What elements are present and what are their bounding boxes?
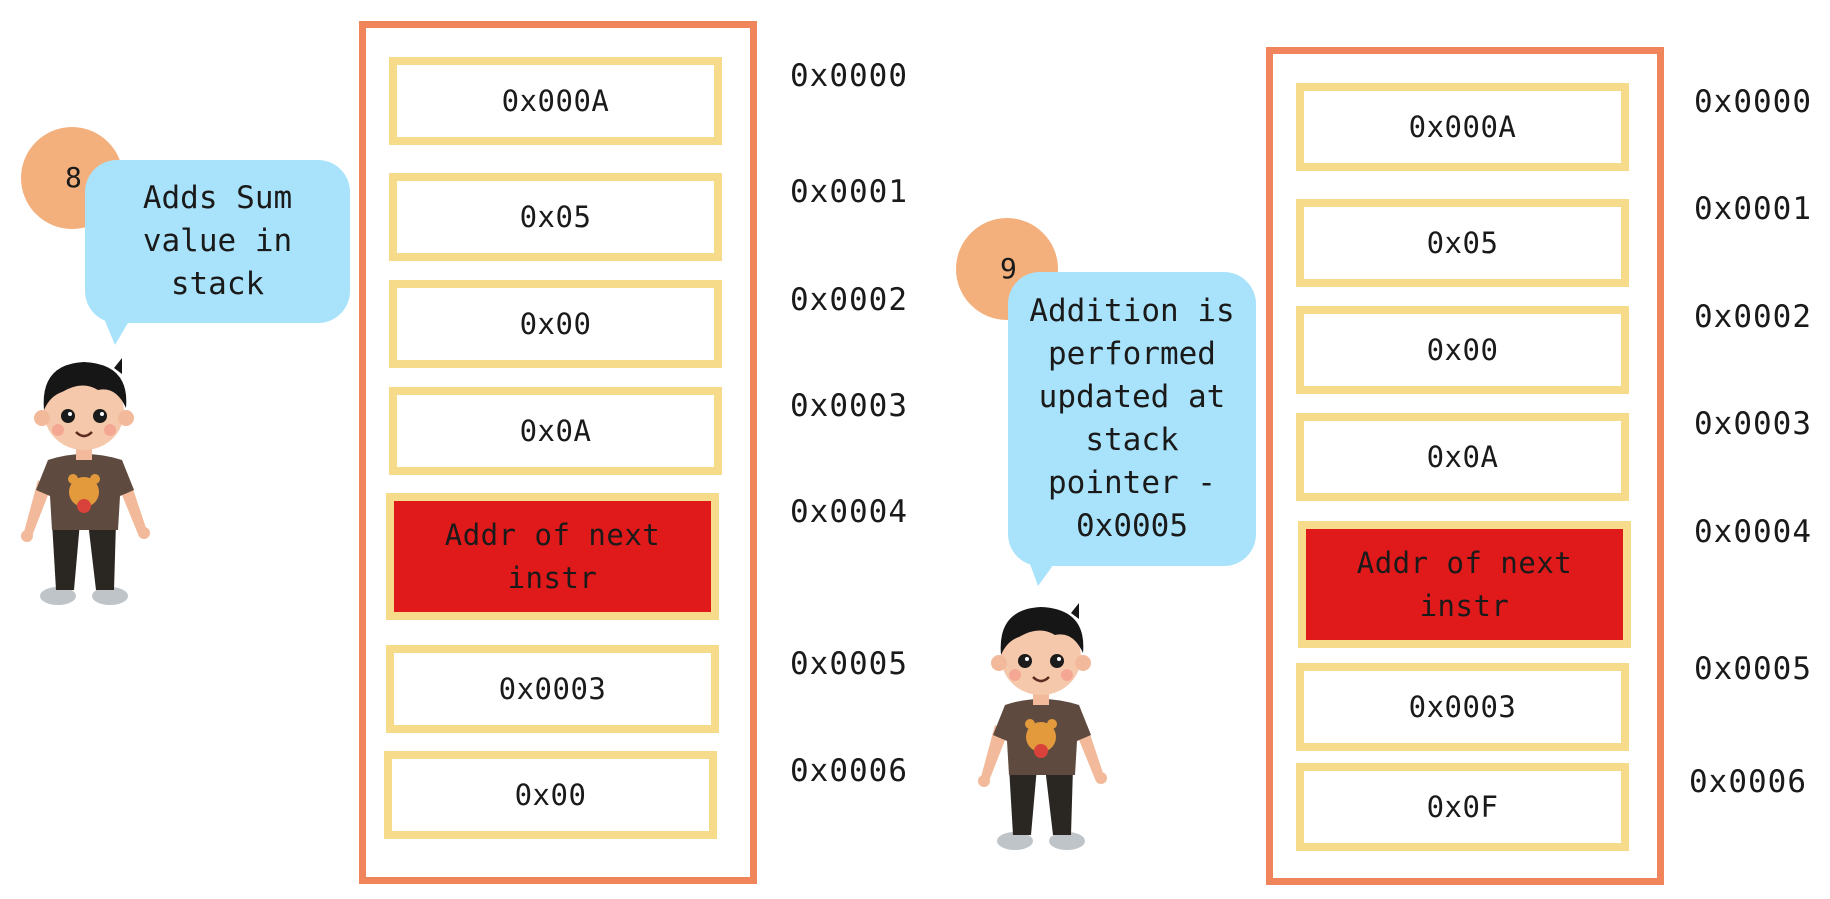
boy-character-icon [976,601,1109,852]
address-label: 0x0003 [1694,406,1812,442]
cell-value: 0x0A [519,413,592,448]
address-label: 0x0004 [790,494,908,530]
stack-cell: 0x0003 [386,645,719,733]
bubble-line: stack [170,266,265,302]
stack-cell: 0x05 [389,173,722,261]
stack-cell: 0x000A [389,57,722,145]
bubble-line: updated at [1038,379,1226,415]
address-label: 0x0001 [1694,191,1812,227]
cell-value: 0x05 [519,199,592,234]
cell-value: Addr of next instr [444,517,661,595]
bubble-line: performed [1048,336,1216,372]
stack-cell: 0x0F [1296,763,1629,851]
bubble-text: Addition is performed updated at stack p… [1029,290,1234,548]
step-number: 8 [65,161,82,194]
address-label: 0x0003 [790,388,908,424]
stack-cell: 0x000A [1296,83,1629,171]
cell-value: 0x00 [514,777,587,812]
address-label: 0x0005 [1694,651,1812,687]
cell-value: 0x000A [1408,109,1517,144]
cell-value: 0x000A [501,83,610,118]
stack-cell: 0x0A [389,387,722,475]
address-label: 0x0006 [790,753,908,789]
stack-cell: 0x00 [1296,306,1629,394]
stack-cell-highlighted: Addr of next instr [386,493,719,620]
address-label: 0x0002 [1694,299,1812,335]
address-label: 0x0006 [1689,764,1807,800]
bubble-text: Adds Sum value in stack [143,177,292,306]
cell-value: 0x0A [1426,439,1499,474]
stack-cell: 0x0A [1296,413,1629,501]
address-label: 0x0000 [790,58,908,94]
address-label: 0x0002 [790,282,908,318]
bubble-line: 0x0005 [1076,508,1188,544]
bubble-line: pointer - [1048,465,1216,501]
boy-character-icon [19,356,152,607]
address-label: 0x0005 [790,646,908,682]
cell-value: 0x0F [1426,789,1499,824]
speech-bubble: Adds Sum value in stack [85,160,350,345]
speech-bubble: Addition is performed updated at stack p… [1008,272,1256,586]
cell-value: Addr of next instr [1356,545,1573,623]
step-number: 9 [1000,252,1017,285]
stack-cell-highlighted: Addr of next instr [1298,521,1631,648]
stack-cell: 0x00 [389,280,722,368]
cell-value: 0x0003 [498,671,607,706]
stack-cell: 0x0003 [1296,663,1629,751]
cell-value: 0x00 [1426,332,1499,367]
bubble-line: Addition is [1029,293,1235,329]
cell-value: 0x00 [519,306,592,341]
address-label: 0x0004 [1694,514,1812,550]
address-label: 0x0000 [1694,84,1812,120]
cell-value: 0x0003 [1408,689,1517,724]
cell-value: 0x05 [1426,225,1499,260]
bubble-tail [105,321,129,345]
stack-cell: 0x00 [384,751,717,839]
bubble-line: stack [1085,422,1179,458]
bubble-line: Adds Sum [142,180,293,216]
bubble-tail [1030,564,1054,586]
bubble-line: value in [142,223,293,259]
address-label: 0x0001 [790,174,908,210]
stack-cell: 0x05 [1296,199,1629,287]
